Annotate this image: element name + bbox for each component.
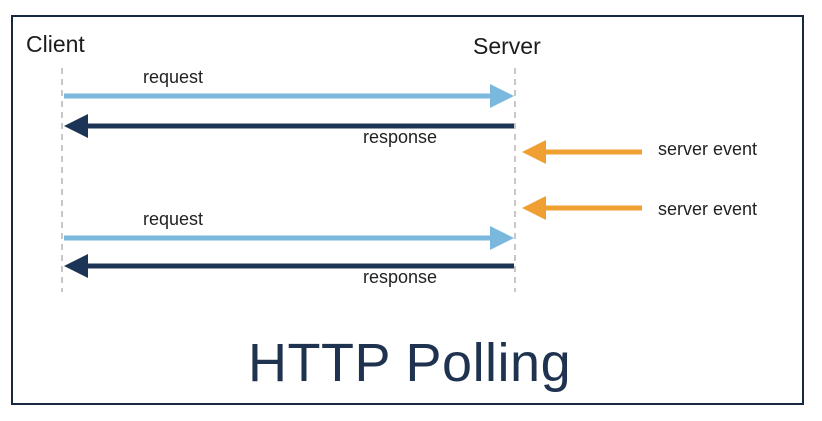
diagram-title: HTTP Polling: [248, 333, 572, 393]
diagram-frame: [11, 15, 804, 405]
server-event-arrow: [522, 196, 642, 220]
request-label: request: [143, 209, 204, 229]
request-label: request: [143, 67, 204, 87]
server-label: Server: [473, 33, 541, 59]
response-label: response: [363, 267, 438, 287]
response-label: response: [363, 127, 438, 147]
request-arrow: [64, 84, 514, 108]
server-event-label: server event: [658, 199, 758, 219]
client-label: Client: [26, 31, 85, 57]
request-arrow: [64, 226, 514, 250]
server-event-arrow: [522, 140, 642, 164]
response-arrow: [64, 254, 514, 278]
server-event-label: server event: [658, 139, 758, 159]
response-arrow: [64, 114, 514, 138]
